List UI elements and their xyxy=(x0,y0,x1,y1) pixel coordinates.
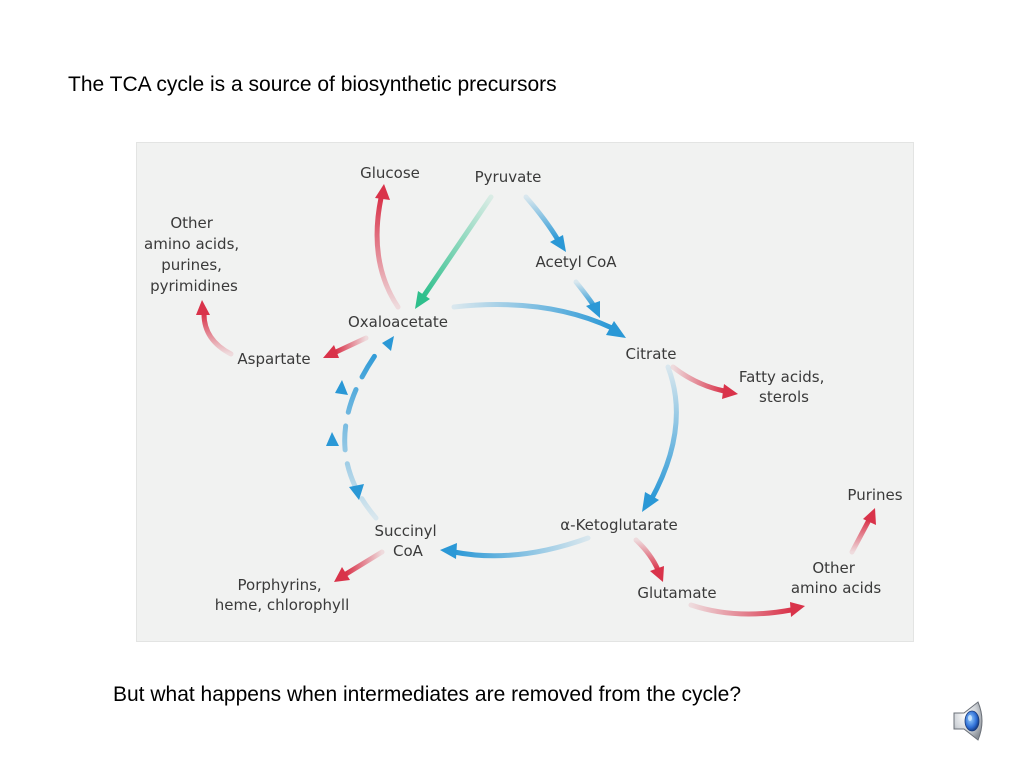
arrow-pyruvate-to-oxaloacetate xyxy=(420,194,494,300)
arrowhead xyxy=(790,602,805,617)
arrowhead xyxy=(722,384,738,399)
arrowhead xyxy=(440,543,457,559)
arrowhead xyxy=(334,567,350,582)
arrow-amino-acids-to-purines xyxy=(849,517,872,555)
tca-cycle-diagram: Glucose Pyruvate Acetyl CoA Other amino … xyxy=(136,142,914,642)
arrow-oxaloacetate-to-citrate xyxy=(451,302,615,331)
outflow-arrows xyxy=(196,184,876,617)
arrowhead xyxy=(323,345,339,358)
speaker-graphic xyxy=(953,701,983,741)
arrow-oxaloacetate-to-glucose xyxy=(374,195,401,310)
arrowhead xyxy=(349,484,364,500)
anaplerotic-arrow xyxy=(415,194,494,309)
arrow-acetyl-coa-to-citrate xyxy=(573,279,597,309)
arrowhead xyxy=(863,508,876,525)
arrow-citrate-to-fatty-acids xyxy=(670,364,727,394)
node-pyruvate: Pyruvate xyxy=(475,168,542,186)
node-glucose: Glucose xyxy=(360,164,420,182)
arrow-succinyl-coa-to-porphyrins xyxy=(343,549,385,577)
arrowhead xyxy=(382,336,394,351)
node-acetyl-coa: Acetyl CoA xyxy=(535,253,617,271)
arrowhead xyxy=(335,380,348,395)
arrowhead xyxy=(196,300,210,315)
diagram-canvas: Glucose Pyruvate Acetyl CoA Other amino … xyxy=(144,164,903,617)
arrow-ketoglutarate-to-glutamate xyxy=(633,537,661,573)
arrow-citrate-to-ketoglutarate xyxy=(648,364,679,503)
node-other-amino-acids: Other amino acids xyxy=(791,559,882,597)
slide-title: The TCA cycle is a source of biosyntheti… xyxy=(68,73,557,96)
arrowhead xyxy=(642,492,659,512)
arrow-glutamate-to-amino-acids xyxy=(688,602,794,617)
arrow-succinyl-coa-to-oxaloacetate xyxy=(342,344,384,521)
node-oxaloacetate: Oxaloacetate xyxy=(348,313,448,331)
node-fatty-acids-sterols: Fatty acids, sterols xyxy=(739,368,829,406)
arrowhead xyxy=(326,432,339,446)
speaker-icon[interactable] xyxy=(948,698,994,744)
arrowhead xyxy=(586,301,600,318)
arrowhead xyxy=(650,566,664,582)
bottom-question: But what happens when intermediates are … xyxy=(113,683,742,706)
node-purines: Purines xyxy=(847,486,902,504)
node-glutamate: Glutamate xyxy=(637,584,716,602)
node-succinyl-coa: Succinyl CoA xyxy=(374,522,441,560)
arrowhead xyxy=(375,184,390,200)
node-citrate: Citrate xyxy=(626,345,677,363)
arrow-ketoglutarate-to-succinyl-coa xyxy=(451,535,591,559)
node-other-amino-acids-purines-pyrimidines: Other amino acids, purines, pyrimidines xyxy=(144,214,244,295)
arrow-pyruvate-to-acetyl-coa xyxy=(523,194,561,243)
arrowhead xyxy=(606,321,626,338)
node-alpha-ketoglutarate: α-Ketoglutarate xyxy=(560,516,677,534)
node-porphyrins-heme-chlorophyll: Porphyrins, heme, chlorophyll xyxy=(215,576,349,614)
arrow-aspartate-to-amino-acids xyxy=(201,311,234,357)
arrowhead xyxy=(550,235,566,252)
node-aspartate: Aspartate xyxy=(237,350,310,368)
cycle-arrows xyxy=(326,194,679,559)
arrowhead xyxy=(415,291,430,309)
arrow-oxaloacetate-to-aspartate xyxy=(333,335,369,355)
